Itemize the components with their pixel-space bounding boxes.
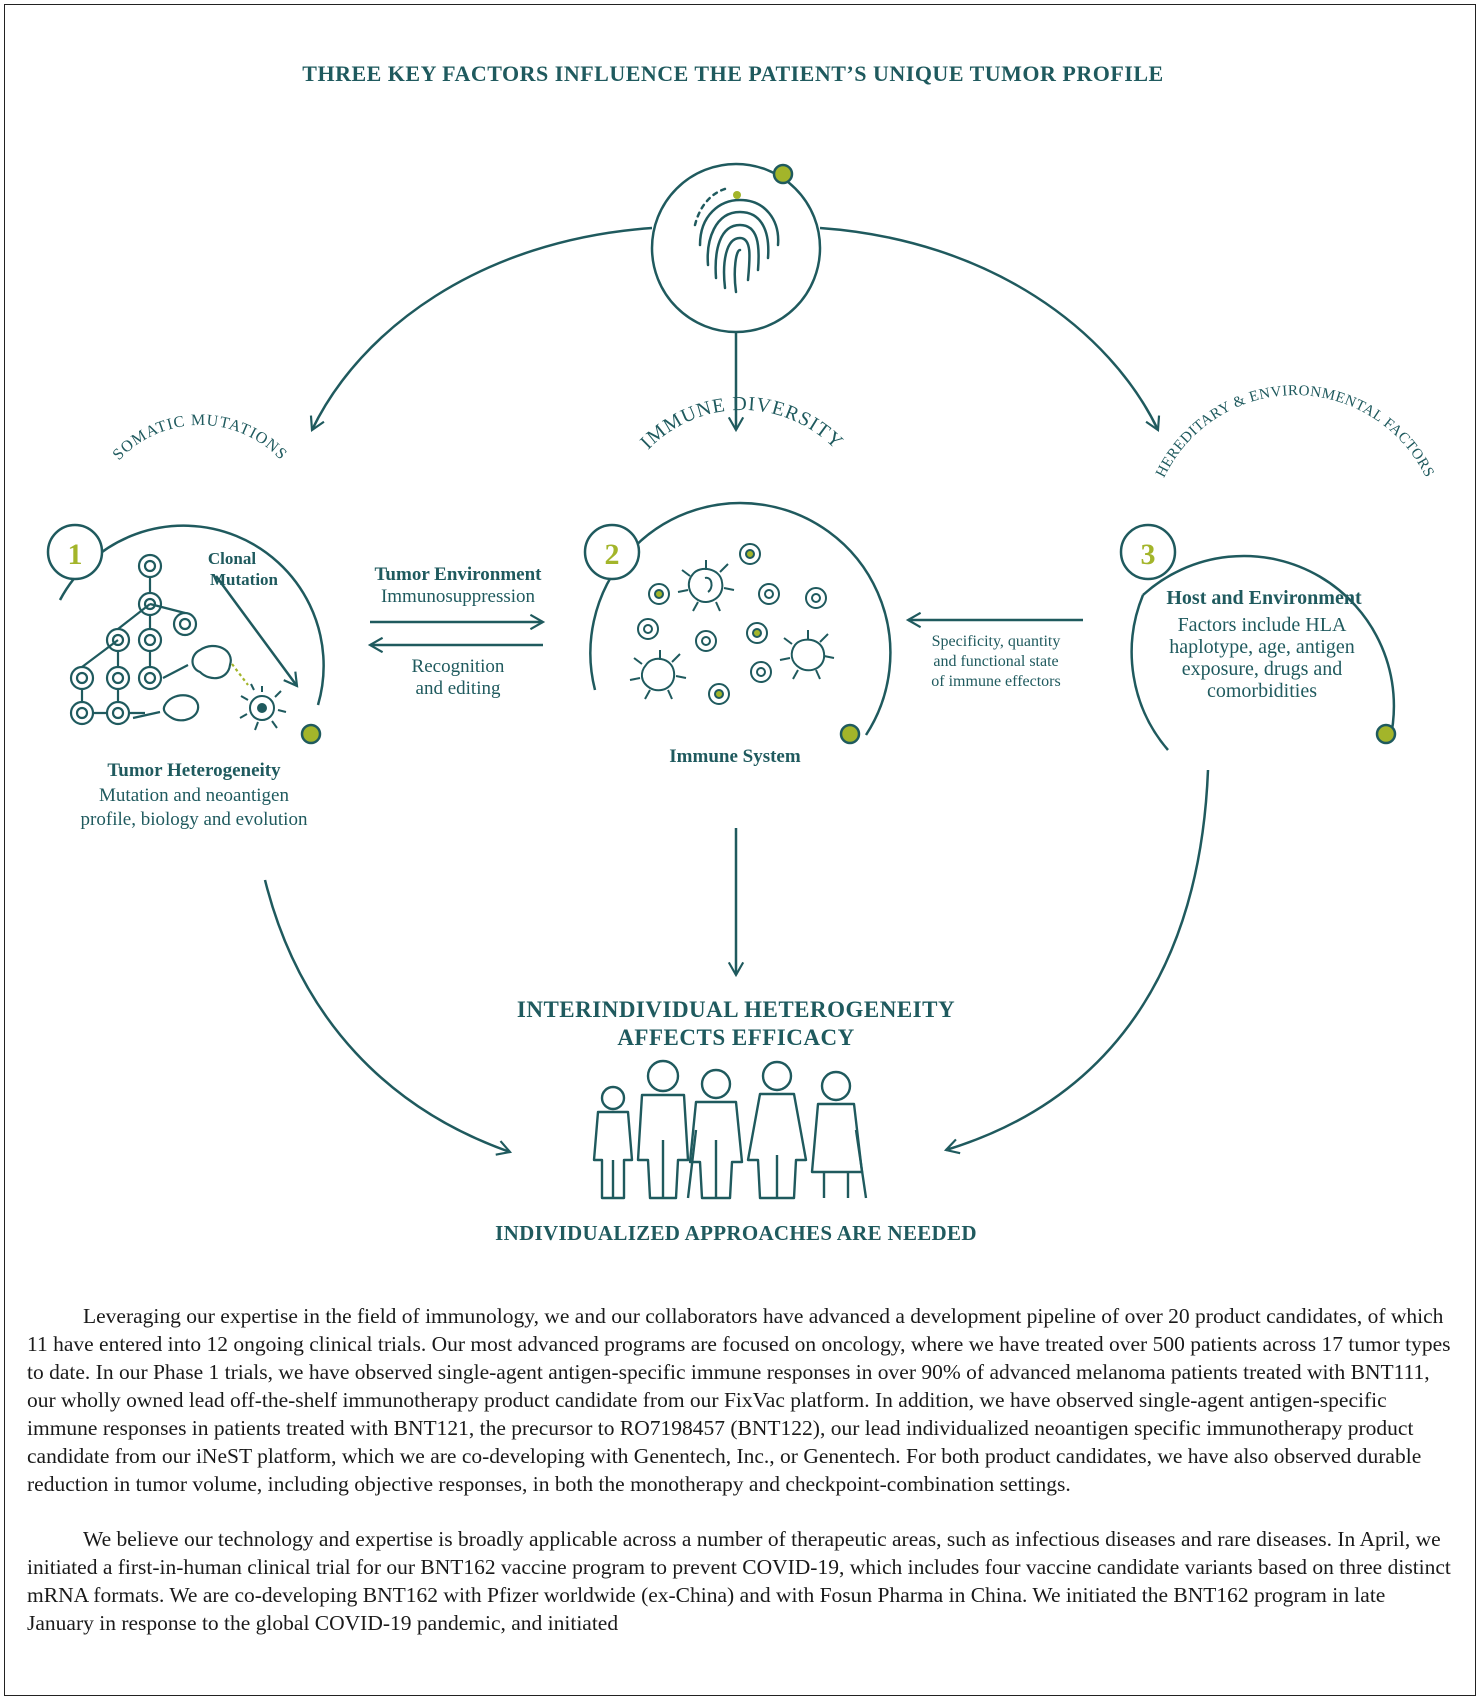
svg-text:SOMATIC MUTATIONS: SOMATIC MUTATIONS (110, 412, 291, 464)
arrow-factor3-to-outcome (943, 769, 1210, 1155)
arrow-top-to-factor1 (309, 226, 653, 432)
factor-3-arc-label: HEREDITARY & ENVIRONMENTAL FACTORS (1153, 383, 1436, 480)
immune-cells-icon (629, 543, 835, 705)
svg-text:HEREDITARY & ENVIRONMENTAL FAC: HEREDITARY & ENVIRONMENTAL FACTORS (1153, 383, 1437, 480)
factor-2-caption-title: Immune System (669, 746, 801, 767)
factor-3-inner-line2: haplotype, age, antigen (1169, 636, 1355, 658)
factor-3-inner-line4: comorbidities (1207, 680, 1317, 702)
factor-1-number: 1 (68, 538, 83, 571)
factor-3-number: 3 (1141, 538, 1156, 571)
link-3-2-line2: and functional state (933, 653, 1058, 670)
tumor-profile-diagram: THREE KEY FACTORS INFLUENCE THE PATIENT’… (46, 61, 1437, 1245)
arrow-factor1-to-outcome (263, 879, 513, 1156)
link-3-2-line3: of immune effectors (931, 673, 1060, 690)
page-frame (4, 4, 1476, 1696)
factor-1-badge (46, 523, 104, 581)
factor-2-number: 2 (605, 538, 620, 571)
factor-1-arc-label: SOMATIC MUTATIONS (110, 412, 290, 464)
mutated-cell-icon (239, 683, 287, 731)
factor-1: SOMATIC MUTATIONS 1 (46, 412, 325, 830)
factor-3-inner-title: Host and Environment (1166, 587, 1362, 609)
link-1-2-title: Tumor Environment (375, 564, 543, 585)
link-3-2-line1: Specificity, quantity (932, 633, 1061, 650)
link-factor3-factor2: Specificity, quantity and functional sta… (905, 611, 1083, 690)
factor-3-inner-line3: exposure, drugs and (1182, 658, 1343, 680)
factor-3: HEREDITARY & ENVIRONMENTAL FACTORS 3 Hos… (1119, 383, 1437, 751)
fingerprint-node (650, 162, 822, 334)
svg-text:IMMUNE DIVERSITY: IMMUNE DIVERSITY (636, 393, 848, 454)
people-icon (592, 1059, 868, 1200)
factor-1-caption-title: Tumor Heterogeneity (107, 760, 281, 781)
paragraph-1: Leveraging our expertise in the field of… (27, 1304, 1451, 1496)
factor-2-badge (583, 523, 641, 581)
clonal-label-line1: Clonal (208, 549, 256, 568)
diagram-title: THREE KEY FACTORS INFLUENCE THE PATIENT’… (302, 61, 1163, 86)
link-1-2-back-line2: and editing (416, 678, 501, 699)
link-1-2-line1: Immunosuppression (381, 586, 536, 607)
link-1-2-back-line1: Recognition (412, 656, 505, 677)
factor-2: IMMUNE DIVERSITY 2 Immune System (583, 393, 892, 767)
factor-3-badge (1119, 523, 1177, 581)
arrow-top-to-factor3 (819, 226, 1161, 432)
factor-2-arc-label: IMMUNE DIVERSITY (636, 393, 847, 454)
clonal-mutation-tree-icon (69, 553, 249, 726)
factor-3-inner-line1: Factors include HLA (1178, 614, 1347, 636)
clonal-label-line2: Mutation (210, 570, 279, 589)
outcome-line2: AFFECTS EFFICACY (617, 1025, 854, 1050)
paragraph-2: We believe our technology and expertise … (27, 1527, 1451, 1635)
factor-1-caption-line1: Mutation and neoantigen (99, 785, 289, 806)
link-factor1-factor2: Tumor Environment Immunosuppression Reco… (367, 564, 546, 699)
body-text: Leveraging our expertise in the field of… (27, 1302, 1455, 1664)
diagram-footer: INDIVIDUALIZED APPROACHES ARE NEEDED (495, 1221, 977, 1245)
fingerprint-icon (693, 186, 780, 294)
outcome-line1: INTERINDIVIDUAL HETEROGENEITY (517, 997, 955, 1022)
factor-1-caption-line2: profile, biology and evolution (81, 809, 308, 830)
